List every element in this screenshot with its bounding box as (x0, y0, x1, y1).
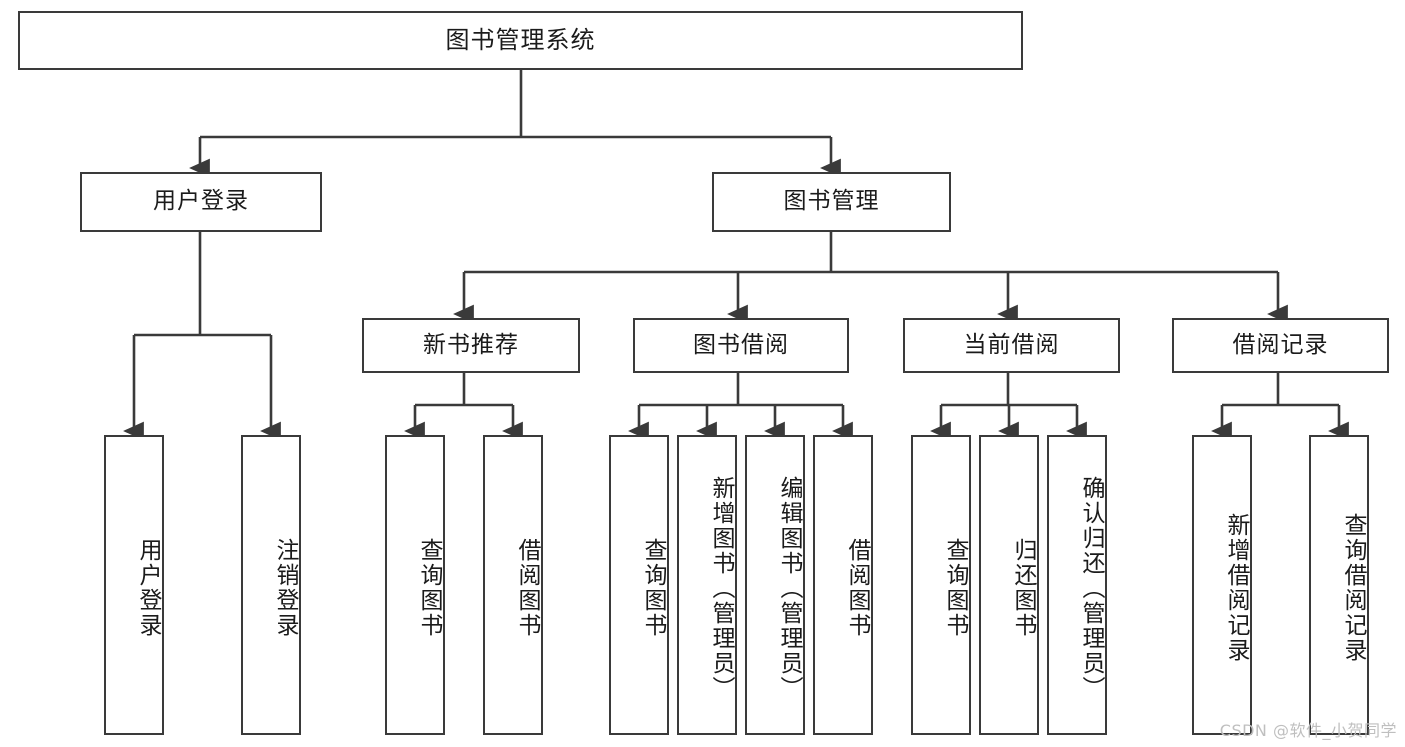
leaf-query-record-label: 查询借阅记录 (1340, 513, 1366, 663)
leaf-query-book-3-label: 查询图书 (942, 538, 968, 638)
node-current-borrow[interactable]: 当前借阅 (903, 318, 1120, 373)
node-user-login[interactable]: 用户登录 (80, 172, 322, 232)
node-root-book-management-system[interactable]: 图书管理系统 (18, 11, 1023, 70)
csdn-watermark: CSDN @软件_小贺同学 (1219, 721, 1397, 740)
leaf-confirm-return-label: 确认归还（管理员） (1078, 475, 1104, 701)
leaf-add-record[interactable]: 新增借阅记录 (1192, 435, 1252, 735)
leaf-return-book[interactable]: 归还图书 (979, 435, 1039, 735)
node-user-login-label: 用户登录 (153, 188, 249, 215)
leaf-query-record[interactable]: 查询借阅记录 (1309, 435, 1369, 735)
node-book-management-label: 图书管理 (783, 188, 880, 215)
leaf-logout-login[interactable]: 注销登录 (241, 435, 301, 735)
leaf-query-book-3[interactable]: 查询图书 (911, 435, 971, 735)
leaf-query-book-1-label: 查询图书 (416, 538, 442, 638)
node-new-book-recommend[interactable]: 新书推荐 (362, 318, 580, 373)
leaf-borrow-book-1[interactable]: 借阅图书 (483, 435, 543, 735)
node-book-borrow-label: 图书借阅 (693, 331, 789, 358)
leaf-add-record-label: 新增借阅记录 (1223, 513, 1249, 663)
leaf-borrow-book-2-label: 借阅图书 (844, 538, 870, 638)
leaf-edit-book-label: 编辑图书（管理员） (776, 475, 802, 701)
leaf-logout-login-label: 注销登录 (272, 538, 298, 638)
leaf-edit-book[interactable]: 编辑图书（管理员） (745, 435, 805, 735)
node-borrow-record-label: 借阅记录 (1232, 331, 1329, 358)
leaf-add-book-label: 新增图书（管理员） (708, 475, 734, 701)
leaf-confirm-return[interactable]: 确认归还（管理员） (1047, 435, 1107, 735)
leaf-borrow-book-1-label: 借阅图书 (514, 538, 540, 638)
leaf-query-book-1[interactable]: 查询图书 (385, 435, 445, 735)
node-borrow-record[interactable]: 借阅记录 (1172, 318, 1389, 373)
node-new-book-recommend-label: 新书推荐 (423, 331, 519, 358)
leaf-user-login[interactable]: 用户登录 (104, 435, 164, 735)
node-root-label: 图书管理系统 (445, 26, 596, 55)
leaf-return-book-label: 归还图书 (1010, 538, 1036, 638)
leaf-query-book-2[interactable]: 查询图书 (609, 435, 669, 735)
leaf-query-book-2-label: 查询图书 (640, 538, 666, 638)
leaf-add-book[interactable]: 新增图书（管理员） (677, 435, 737, 735)
leaf-borrow-book-2[interactable]: 借阅图书 (813, 435, 873, 735)
node-current-borrow-label: 当前借阅 (963, 331, 1060, 358)
node-book-management[interactable]: 图书管理 (712, 172, 951, 232)
node-book-borrow[interactable]: 图书借阅 (633, 318, 849, 373)
leaf-user-login-label: 用户登录 (135, 538, 161, 638)
